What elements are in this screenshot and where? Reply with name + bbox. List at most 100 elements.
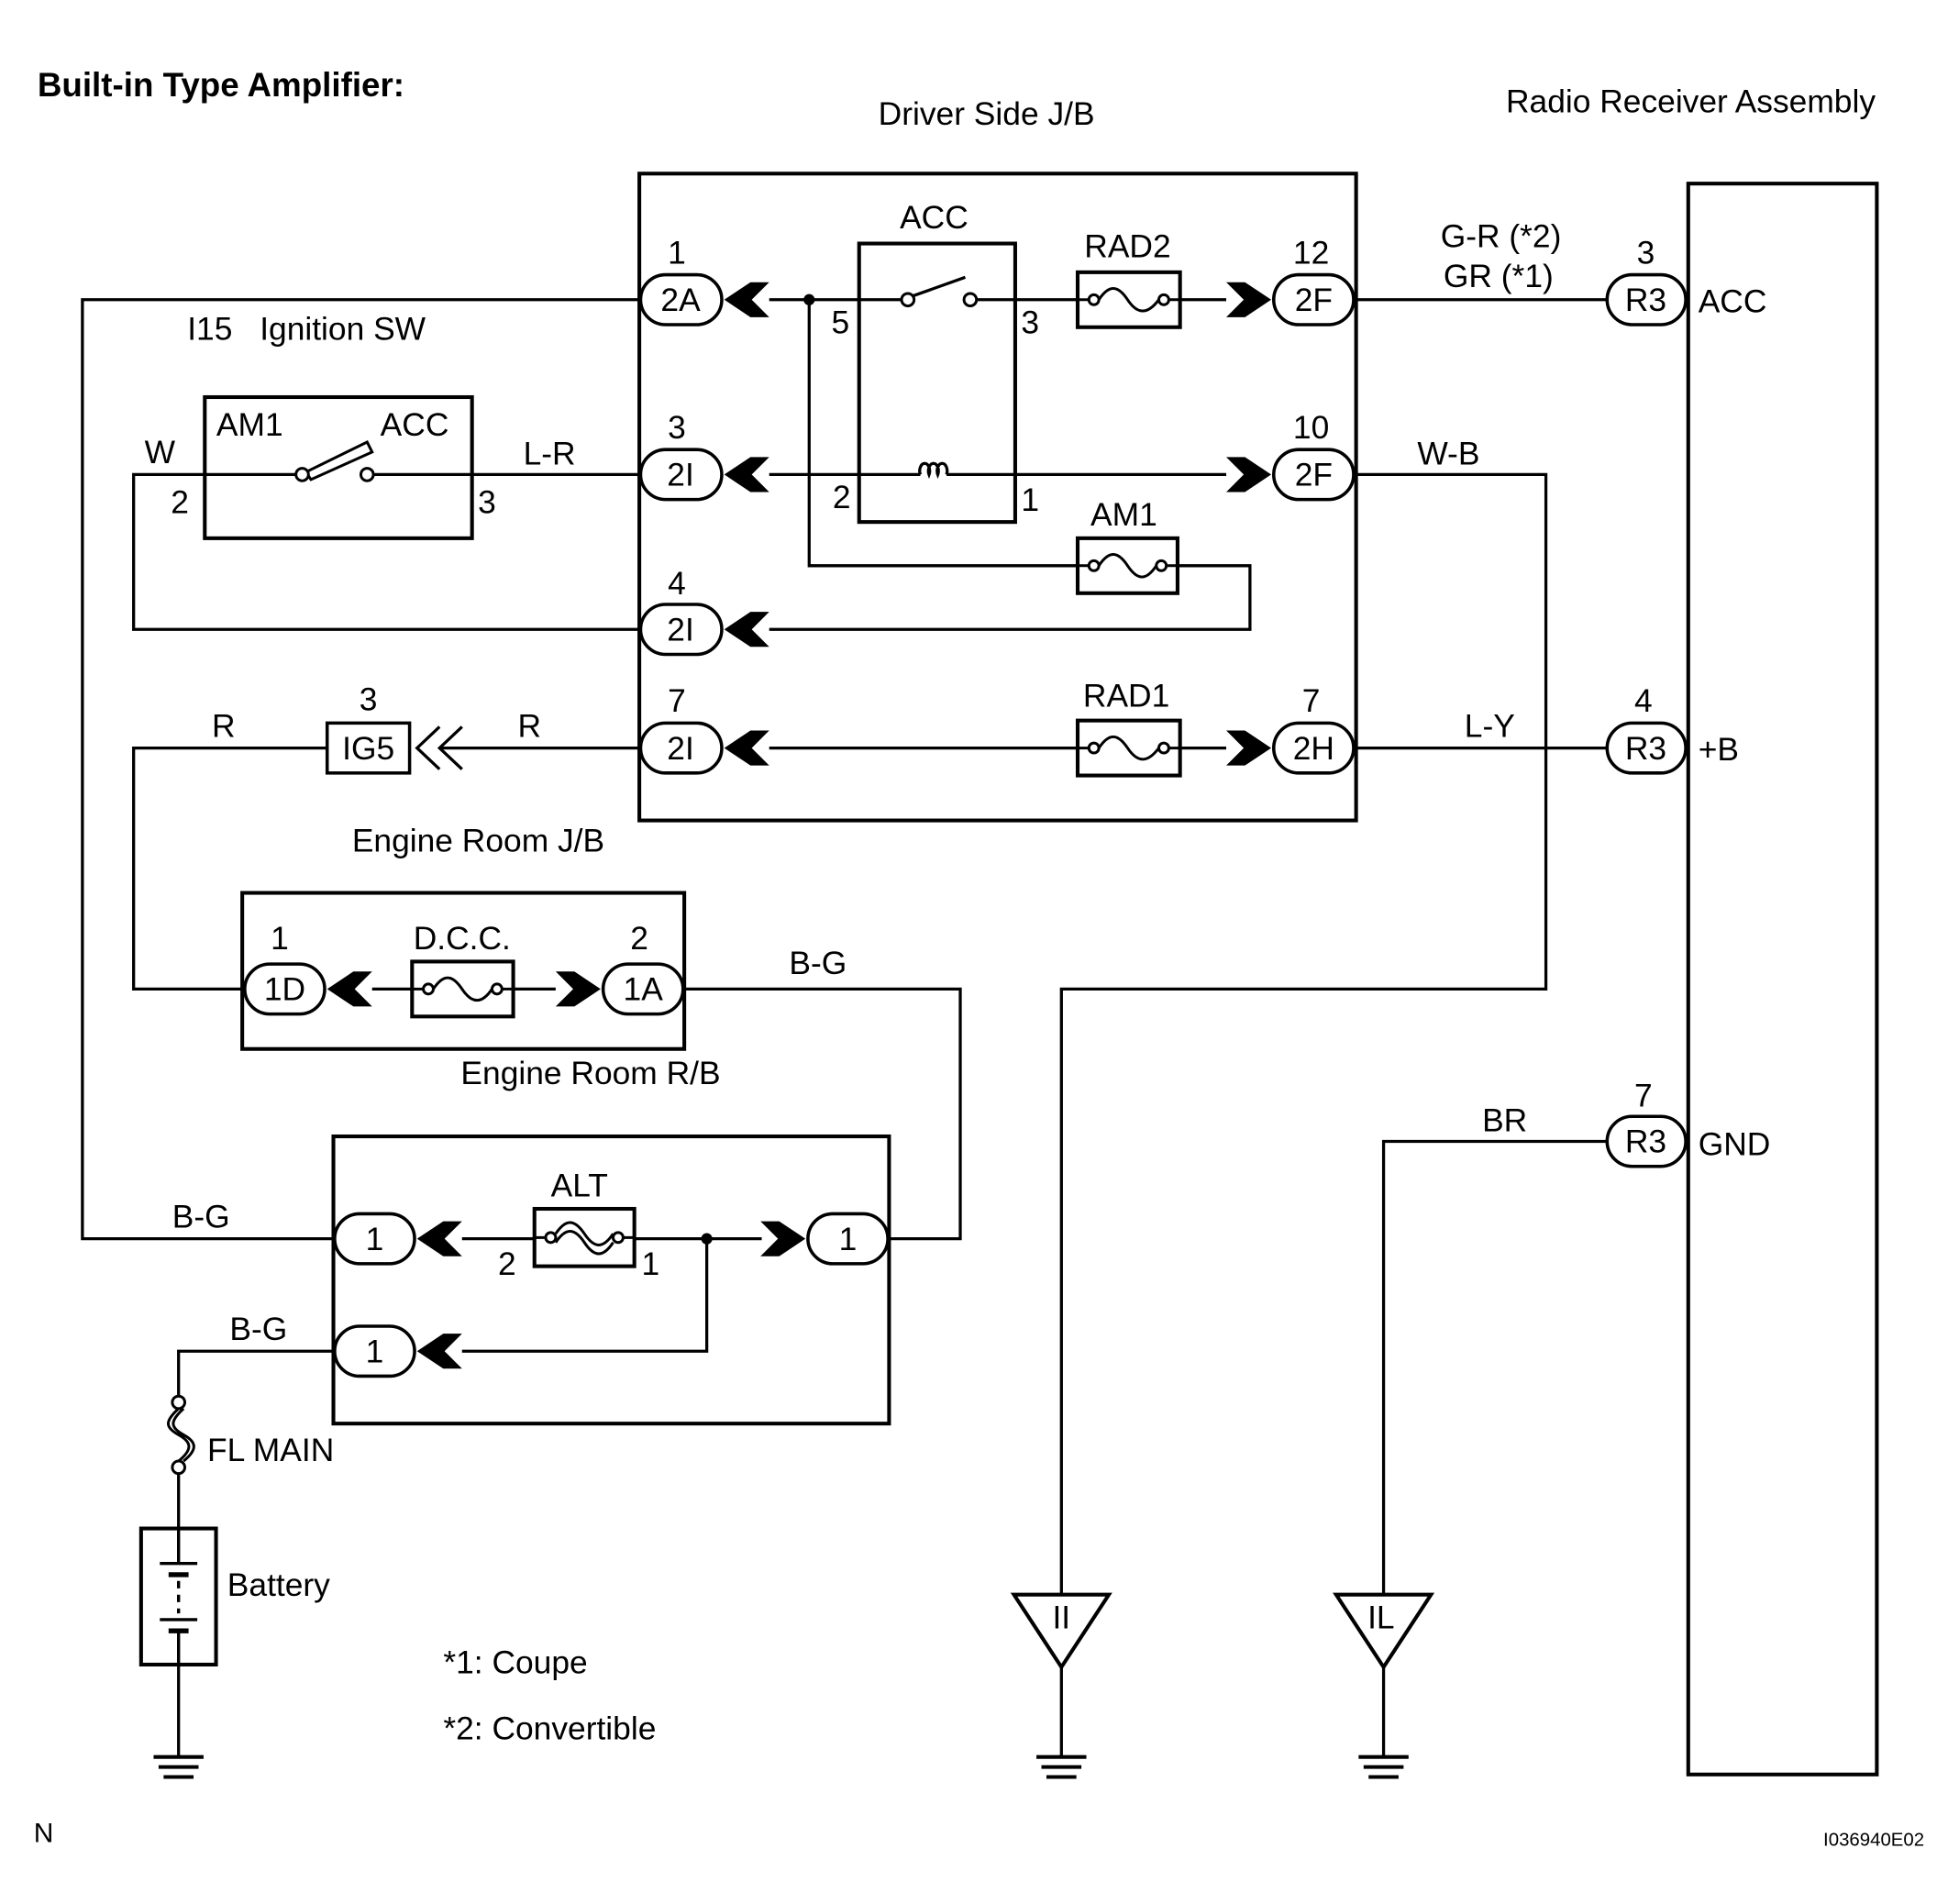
fuse-am1: AM1 bbox=[1075, 497, 1179, 595]
wire-color-label: GR (*1) bbox=[1444, 259, 1554, 294]
wire-color-label: R bbox=[212, 708, 236, 744]
relay-coil-icon bbox=[918, 461, 949, 480]
ground-point-label: II bbox=[1052, 1600, 1070, 1635]
terminal-am1-label: AM1 bbox=[216, 407, 283, 443]
switch-pin-label: 3 bbox=[478, 485, 496, 521]
radio-receiver-box bbox=[1686, 182, 1879, 1777]
connector-2f-pin10: 10 2F bbox=[1226, 410, 1356, 502]
fuse-rad2: RAD2 bbox=[1075, 229, 1182, 329]
connector-pin-number: 1 bbox=[271, 921, 289, 957]
radio-receiver-label: Radio Receiver Assembly bbox=[1506, 84, 1876, 120]
female-terminal-icon bbox=[724, 730, 769, 766]
wire-color-label: W bbox=[145, 435, 176, 470]
connector-pin-number: 10 bbox=[1293, 410, 1329, 446]
female-terminal-icon bbox=[724, 282, 769, 317]
wire-color-labels: W L-R G-R (*2) GR (*1) W-B L-Y R R B-G B… bbox=[145, 219, 1562, 1347]
connector-shell bbox=[638, 721, 724, 775]
connector-pin-number: 2 bbox=[630, 921, 648, 957]
note-convertible: *2: Convertible bbox=[443, 1711, 656, 1747]
connector-code: 2H bbox=[1293, 731, 1334, 767]
driver-side-jb: Driver Side J/B ACC 5 3 2 1 bbox=[637, 96, 1358, 823]
connector-r3-shell bbox=[1605, 721, 1688, 775]
wire-color-label: B-G bbox=[789, 946, 847, 981]
connector-shell bbox=[1271, 272, 1356, 327]
female-terminal-icon bbox=[1226, 730, 1272, 766]
fuse-am1-label: AM1 bbox=[1090, 497, 1157, 533]
female-terminal-icon bbox=[416, 1221, 462, 1256]
fuse-pin-label: 1 bbox=[642, 1246, 660, 1282]
connector-code: 1 bbox=[366, 1222, 384, 1257]
diagram-title: Built-in Type Amplifier: bbox=[38, 66, 404, 104]
male-terminal-icon bbox=[415, 725, 441, 770]
relay-contact-point bbox=[962, 292, 979, 308]
relay-pin-label: 1 bbox=[1021, 482, 1039, 518]
connector-code: R3 bbox=[1625, 282, 1666, 318]
wire-r-rb-side bbox=[132, 746, 327, 991]
wire-color-label: BR bbox=[1482, 1103, 1527, 1139]
radio-receiver-assembly: Radio Receiver Assembly 3 R3 ACC 4 R3 +B… bbox=[1506, 84, 1879, 1777]
engine-room-jb-label: Engine Room J/B bbox=[352, 824, 604, 859]
relay-contact-point bbox=[900, 292, 916, 308]
engine-room-jb: 3 IG5 Engine Room J/B bbox=[325, 682, 604, 859]
ignition-switch: I15 Ignition SW AM1 ACC 2 3 bbox=[171, 311, 496, 540]
connector-code: 2I bbox=[667, 731, 694, 767]
wire-color-label: L-R bbox=[524, 437, 576, 472]
male-terminal-icon bbox=[437, 725, 463, 770]
ground-point-ii: II bbox=[1010, 1592, 1112, 1779]
driver-side-jb-box bbox=[637, 172, 1358, 823]
connector-shell bbox=[333, 1324, 416, 1378]
fusible-link-terminal bbox=[171, 1459, 187, 1476]
wire-w bbox=[132, 472, 641, 631]
power-source: FL MAIN Battery bbox=[138, 1394, 334, 1779]
fuse-terminal bbox=[1157, 741, 1170, 755]
connector-2f-pin12: 12 2F bbox=[1226, 235, 1356, 327]
terminal-acc-label: ACC bbox=[381, 407, 449, 443]
note-coupe: *1: Coupe bbox=[443, 1644, 587, 1680]
connector-code: 1 bbox=[839, 1222, 858, 1257]
female-terminal-icon bbox=[724, 612, 769, 648]
wire-br bbox=[1381, 1139, 1608, 1595]
fuse-terminal bbox=[1157, 293, 1170, 306]
driver-side-jb-label: Driver Side J/B bbox=[879, 96, 1095, 132]
fuse-terminal bbox=[544, 1231, 558, 1245]
figure-code: I036940E02 bbox=[1823, 1830, 1924, 1850]
alt-fuse-block: 1 ALT 2 1 1 1 bbox=[331, 1134, 891, 1426]
wire-color-label: W-B bbox=[1417, 437, 1479, 472]
fusible-link-terminal bbox=[171, 1394, 187, 1411]
acc-relay: ACC 5 3 2 1 bbox=[831, 200, 1039, 525]
connector-code: 2I bbox=[667, 613, 694, 648]
footer-mark: N bbox=[34, 1818, 54, 1848]
connector-r3-shell bbox=[1605, 272, 1688, 327]
connector-pin-number: 3 bbox=[360, 682, 378, 718]
ignition-switch-name: Ignition SW bbox=[260, 311, 426, 347]
fuse-rad1-label: RAD1 bbox=[1083, 679, 1169, 714]
connector-ig5-shell bbox=[325, 721, 412, 775]
connector-shell bbox=[333, 1212, 416, 1266]
connector-code: R3 bbox=[1625, 1124, 1666, 1160]
fuse-terminal bbox=[1087, 293, 1101, 306]
jb-wire-am1-feed bbox=[807, 299, 1079, 568]
connector-1a-shell bbox=[601, 962, 685, 1016]
connector-shell bbox=[638, 448, 724, 502]
connector-shell bbox=[638, 272, 724, 327]
ground-icon bbox=[153, 1755, 204, 1779]
terminal-name: GND bbox=[1699, 1126, 1771, 1162]
wire-b-g-fl-main bbox=[177, 1349, 335, 1397]
fuse-terminal bbox=[490, 982, 504, 996]
female-terminal-icon bbox=[416, 1334, 462, 1369]
fl-main-fusible-link-icon bbox=[166, 1407, 195, 1463]
connector-code: 1 bbox=[366, 1334, 384, 1369]
connector-2a: 1 2A bbox=[638, 235, 769, 327]
fusible-link-element-icon bbox=[534, 1221, 635, 1256]
fuse-pin-label: 2 bbox=[498, 1246, 516, 1282]
external-wiring bbox=[81, 298, 1608, 1756]
wire-color-label: B-G bbox=[229, 1312, 287, 1347]
fuse-alt-label: ALT bbox=[551, 1168, 608, 1203]
connector-code: 1A bbox=[624, 972, 664, 1008]
switch-contact-point bbox=[359, 467, 375, 482]
connector-pin-number: 3 bbox=[1637, 235, 1655, 271]
female-terminal-icon bbox=[724, 457, 769, 493]
fuse-terminal bbox=[422, 982, 435, 996]
ignition-switch-box bbox=[203, 394, 474, 540]
connector-code: 2A bbox=[660, 282, 701, 318]
